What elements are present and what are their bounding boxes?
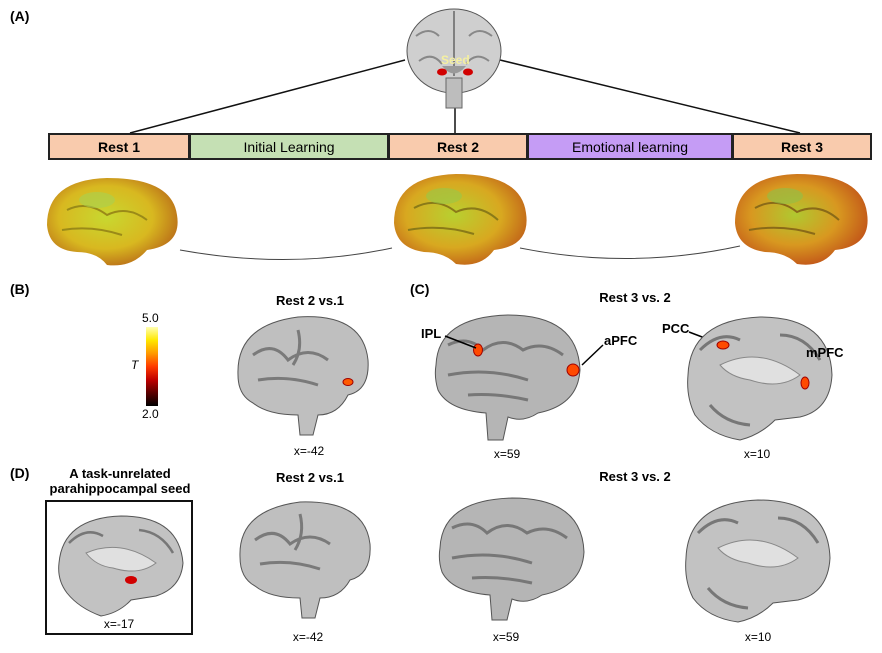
seed-right-blob bbox=[463, 68, 473, 76]
colorbar-t-label: T bbox=[131, 358, 139, 372]
seed-box: x=-17 bbox=[45, 500, 193, 635]
region-ipl: IPL bbox=[421, 326, 442, 341]
brain-d-lateral-1 bbox=[239, 501, 371, 619]
title-d-rest2-vs-1: Rest 2 vs.1 bbox=[276, 470, 344, 485]
seed-left-blob bbox=[437, 68, 447, 76]
brain-d-medial bbox=[685, 499, 831, 623]
title-rest2-vs-1: Rest 2 vs.1 bbox=[276, 293, 344, 308]
surface-brain-rest-3 bbox=[735, 174, 868, 265]
region-mpfc: mPFC bbox=[806, 345, 844, 360]
brain-d-lateral-2 bbox=[438, 497, 585, 621]
colorbar bbox=[146, 327, 158, 406]
panel-label-b: (B) bbox=[10, 281, 30, 297]
seed-coord: x=-17 bbox=[103, 617, 135, 631]
blob-ipl bbox=[473, 343, 483, 357]
blob-pcc bbox=[716, 340, 730, 350]
brain-c-medial bbox=[687, 316, 833, 441]
blob-mpfc bbox=[800, 376, 810, 390]
panel-label-d: (D) bbox=[10, 465, 30, 481]
seed-title-line2: parahippocampal seed bbox=[49, 481, 191, 496]
surface-brain-rest-2 bbox=[394, 174, 527, 265]
title-d-rest3-vs-2: Rest 3 vs. 2 bbox=[599, 469, 671, 484]
seed-label: Seed bbox=[441, 53, 470, 67]
colorbar-max-label: 5.0 bbox=[142, 311, 159, 325]
seed-coronal-brain bbox=[406, 8, 502, 109]
coord-c-lateral: x=59 bbox=[493, 447, 521, 461]
block-rest-2: Rest 2 bbox=[388, 133, 528, 160]
brain-b-lateral bbox=[237, 316, 369, 436]
title-rest3-vs-2: Rest 3 vs. 2 bbox=[599, 290, 671, 305]
block-initial-learning: Initial Learning bbox=[189, 133, 389, 160]
coord-d-2: x=59 bbox=[492, 630, 520, 644]
coord-d-1: x=-42 bbox=[292, 630, 324, 644]
seed-medial-brain bbox=[58, 515, 184, 617]
panel-label-a: (A) bbox=[10, 8, 30, 24]
blob-rest2-lateral bbox=[342, 378, 354, 386]
coord-c-medial: x=10 bbox=[743, 447, 771, 461]
blob-apfc bbox=[566, 363, 580, 377]
block-emotional-learning: Emotional learning bbox=[527, 133, 733, 160]
block-rest-3: Rest 3 bbox=[732, 133, 872, 160]
seed-parahippocampal-blob bbox=[125, 576, 137, 584]
region-apfc: aPFC bbox=[604, 333, 638, 348]
surface-brain-rest-1 bbox=[47, 178, 178, 266]
coord-d-3: x=10 bbox=[744, 630, 772, 644]
panel-label-c: (C) bbox=[410, 281, 430, 297]
region-pcc: PCC bbox=[662, 321, 690, 336]
coord-b: x=-42 bbox=[293, 444, 325, 458]
colorbar-min-label: 2.0 bbox=[142, 407, 159, 421]
seed-title-line1: A task-unrelated bbox=[69, 466, 171, 481]
